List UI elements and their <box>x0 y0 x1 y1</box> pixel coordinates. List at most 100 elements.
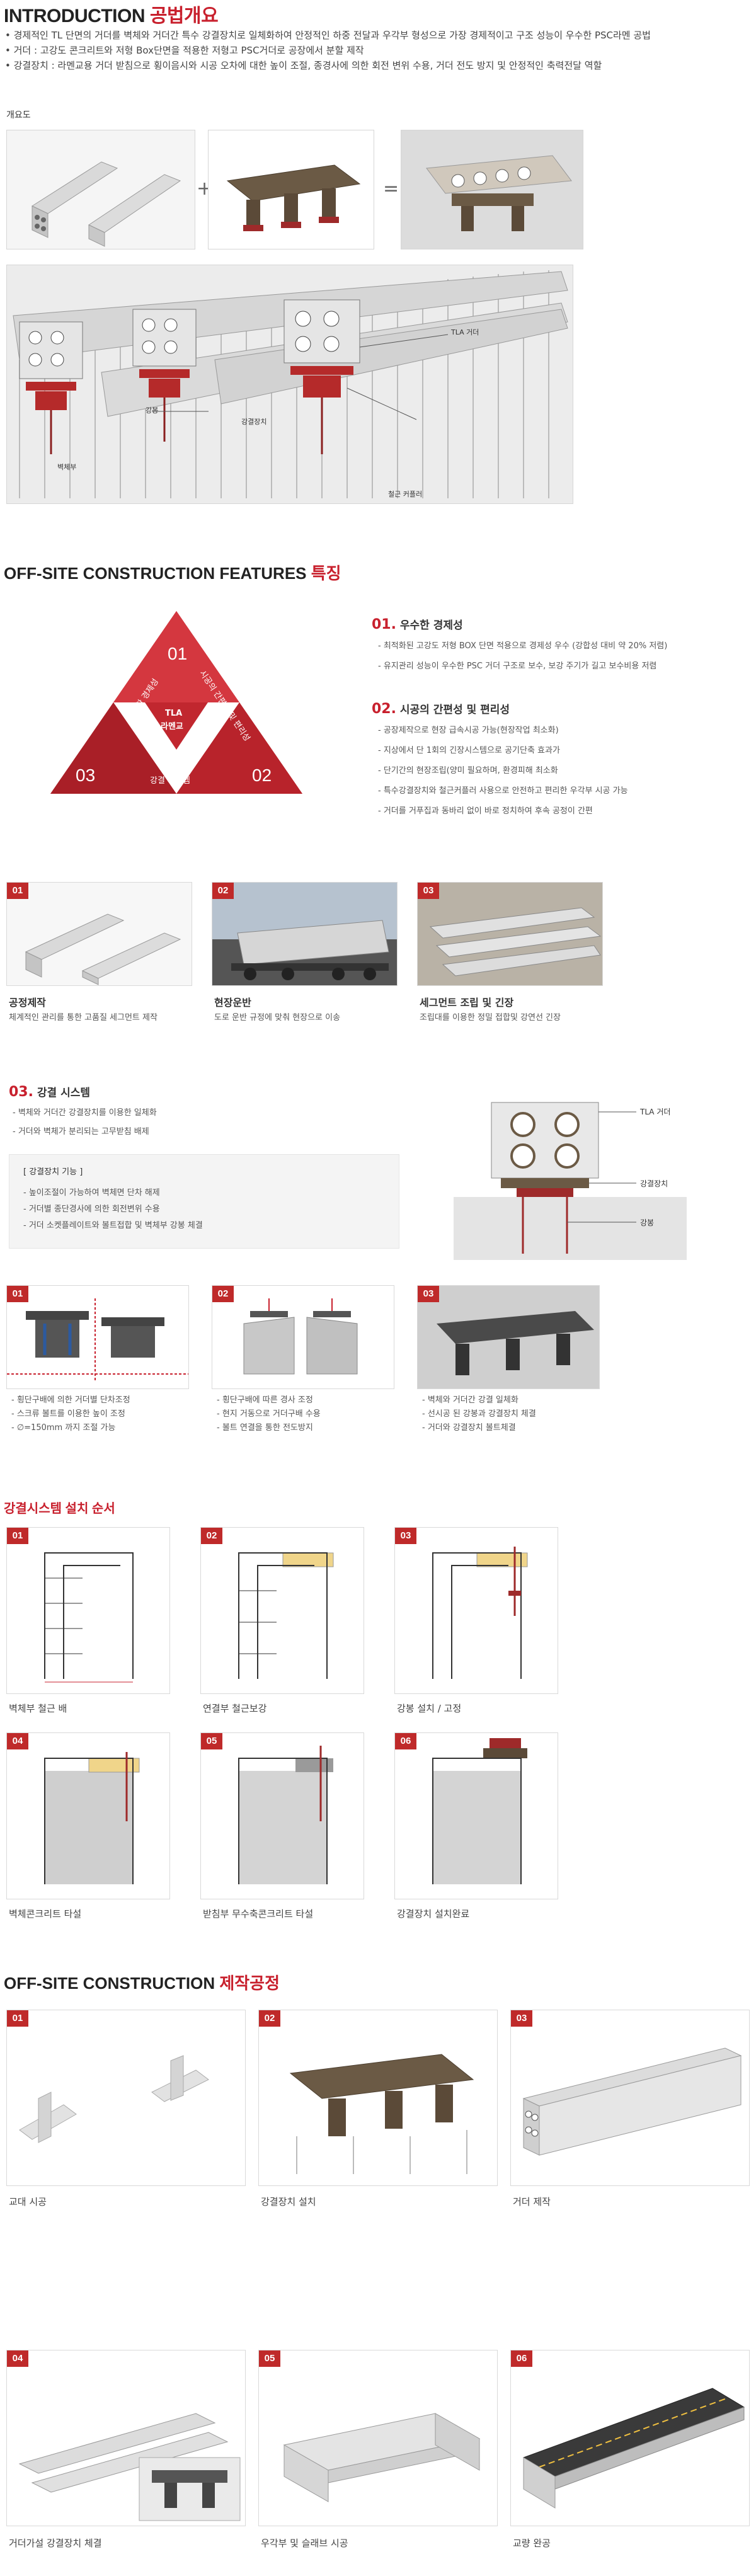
system-photo-3: 03 <box>417 1285 600 1389</box>
diag-label-device: 강결장치 <box>241 418 267 426</box>
feature-photo-1-sub: 체계적인 관리를 통한 고품질 세그먼트 제작 <box>9 1013 158 1022</box>
feature1-list: 최적화된 고강도 저형 BOX 단면 적용으로 경제성 우수 (강합성 대비 약… <box>378 636 750 677</box>
intro-bullet: 거더 : 고강도 콘크리트와 저형 Box단면을 적용한 저형고 PSC거더로 … <box>5 43 748 58</box>
process-step-6-caption: 교량 완공 <box>513 2538 551 2549</box>
features-title: OFF-SITE CONSTRUCTION FEATURES 특징 <box>4 561 341 584</box>
features-title-ko: 특징 <box>311 564 341 583</box>
num-tag: 01 <box>7 1286 28 1302</box>
process-step-4-caption: 거더가설 강결장치 체결 <box>9 2538 102 2549</box>
intro-title-ko: 공법개요 <box>149 6 219 26</box>
feature-photo-1: 01 <box>6 882 192 986</box>
feature3-item: 거더와 벽체가 분리되는 고무받침 배제 <box>13 1123 391 1142</box>
feature3-box-item: 높이조절이 가능하여 벽체면 단차 해제 <box>23 1185 389 1201</box>
process-step-2: 02 <box>258 2010 498 2186</box>
feature2-list: 공장제작으로 현장 급속시공 가능(현장작업 최소화) 지상에서 단 1회의 긴… <box>378 721 750 821</box>
feature2-title: 시공의 간편성 및 편리성 <box>399 704 510 716</box>
process-step-1: 01 <box>6 2010 246 2186</box>
install-step-5: 05 <box>200 1732 364 1899</box>
install-step-5-caption: 받침부 무수축콘크리트 타설 <box>203 1908 314 1920</box>
process-step-5-caption: 우각부 및 슬래브 시공 <box>261 2538 348 2549</box>
feature-photo-2: 02 <box>212 882 398 986</box>
system-photo-1: 01 <box>6 1285 189 1389</box>
diag-label-bar: 강봉 <box>146 406 159 415</box>
feature-photo-2-sub: 도로 운반 규정에 맞춰 현장으로 이송 <box>214 1013 341 1022</box>
feature2-item: 거더를 거푸집과 동바리 없이 바로 정치하여 후속 공정이 간편 <box>378 801 750 821</box>
overview-label: 개요도 <box>6 110 31 120</box>
system-photo-2-list: 횡단구배에 따른 경사 조정 현지 거동으로 거더구배 수용 볼트 연결을 통한… <box>217 1394 393 1435</box>
tri-num-2: 02 <box>252 765 272 785</box>
num-tag: 03 <box>511 2010 532 2027</box>
feature1-item: 최적화된 고강도 저형 BOX 단면 적용으로 경제성 우수 (강합성 대비 약… <box>378 636 750 656</box>
feature3-box-item: 거더 소켓플레이트와 볼트접합 및 벽체부 강봉 체결 <box>23 1218 389 1234</box>
feature2-item: 지상에서 단 1회의 긴장시스템으로 공기단축 효과가 <box>378 741 750 761</box>
process-step-5: 05 <box>258 2350 498 2526</box>
intro-title: INTRODUCTION 공법개요 <box>4 0 219 28</box>
intro-title-en: INTRODUCTION <box>4 6 145 26</box>
num-tag: 02 <box>212 1286 234 1302</box>
diag-label-abut: 벽체부 <box>57 463 77 471</box>
feature-triangle: 01 02 03 TLA 라멘교 우수한 경제성 시공의 간편성 및 편리성 강… <box>44 605 309 813</box>
system-photo-1-item: ∅=150mm 까지 조절 가능 <box>11 1421 188 1435</box>
system-photo-1-item: 횡단구배에 의한 거더별 단차조정 <box>11 1394 188 1407</box>
feature2-heading: 02. 시공의 간편성 및 편리성 <box>372 701 510 717</box>
tri-center-1: TLA <box>165 709 183 718</box>
tri-num-3: 03 <box>76 765 96 785</box>
num-tag: 03 <box>395 1528 416 1544</box>
tri-num-1: 01 <box>168 644 188 663</box>
feature-photo-1-title: 공정제작 <box>9 997 46 1009</box>
overview-diagram: 강봉 강결장치 TLA 거더 철근 커플러 벽체부 <box>6 265 573 504</box>
feature3-list: 벽체와 거더간 강결장치를 이용한 일체화 거더와 벽체가 분리되는 고무받침 … <box>13 1104 391 1142</box>
features-title-en: OFF-SITE CONSTRUCTION FEATURES <box>4 564 307 583</box>
install-step-3: 03 <box>394 1527 558 1694</box>
install-step-2-caption: 연결부 철근보강 <box>203 1703 267 1714</box>
process-step-1-caption: 교대 시공 <box>9 2196 47 2207</box>
process-title-ko: 제작공정 <box>219 1974 280 1993</box>
num-tag: 03 <box>418 1286 439 1302</box>
system-photo-2-item: 볼트 연결을 통한 전도방지 <box>217 1421 393 1435</box>
num-tag: 05 <box>259 2350 280 2367</box>
process-step-6: 06 <box>510 2350 750 2526</box>
process-step-3: 03 <box>510 2010 750 2186</box>
process-step-4: 04 <box>6 2350 246 2526</box>
install-step-6: 06 <box>394 1732 558 1899</box>
feature3-heading: 03. 강결 시스템 <box>9 1084 90 1100</box>
feature2-item: 공장제작으로 현장 급속시공 가능(현장작업 최소화) <box>378 721 750 741</box>
feature1-title: 우수한 경제성 <box>399 619 463 632</box>
num-tag: 04 <box>7 2350 28 2367</box>
system-photo-1-list: 횡단구배에 의한 거더별 단차조정 스크류 볼트를 이용한 높이 조정 ∅=15… <box>11 1394 188 1435</box>
install-title: 강결시스템 설치 순서 <box>4 1502 115 1516</box>
num-tag: 06 <box>511 2350 532 2367</box>
system-photo-3-list: 벽체와 거더간 강결 일체화 선시공 된 강봉과 강결장치 체결 거더와 강결장… <box>422 1394 598 1435</box>
process-title-en: OFF-SITE CONSTRUCTION <box>4 1974 215 1993</box>
feature3-num: 03. <box>9 1084 33 1100</box>
feature1-item: 유지관리 성능이 우수한 PSC 거더 구조로 보수, 보강 주기가 길고 보수… <box>378 656 750 677</box>
feature-photo-3-title: 세그먼트 조립 및 긴장 <box>420 997 514 1009</box>
feature1-num: 01. <box>372 617 396 633</box>
num-tag: 04 <box>7 1733 28 1749</box>
system-photo-3-item: 벽체와 거더간 강결 일체화 <box>422 1394 598 1407</box>
feature2-item: 단기간의 현장조립(양미 필요하며, 환경피해 최소화 <box>378 761 750 781</box>
girder-photo <box>6 130 195 249</box>
feature-photo-3: 03 <box>417 882 603 986</box>
install-step-3-caption: 강봉 설치 / 고정 <box>397 1703 462 1714</box>
process-step-2-caption: 강결장치 설치 <box>261 2196 316 2207</box>
feature1-heading: 01. 우수한 경제성 <box>372 616 463 633</box>
assembled-photo <box>401 130 583 249</box>
sys-label-device: 강결장치 <box>640 1179 668 1188</box>
sys-label-bar: 강봉 <box>640 1218 655 1227</box>
feature2-item: 특수강결장치와 철근커플러 사용으로 안전하고 편리한 우각부 시공 가능 <box>378 781 750 801</box>
system-photo-3-item: 거더와 강결장치 볼트체결 <box>422 1421 598 1435</box>
install-step-4: 04 <box>6 1732 170 1899</box>
num-tag: 05 <box>201 1733 222 1749</box>
num-tag: 01 <box>7 883 28 899</box>
system-photo-2-item: 현지 거동으로 거더구배 수용 <box>217 1407 393 1421</box>
feature3-box-item: 거더별 종단경사에 의한 회전변위 수용 <box>23 1201 389 1218</box>
process-step-3-caption: 거더 제작 <box>513 2196 551 2207</box>
feature3-box-list: 높이조절이 가능하여 벽체면 단차 해제 거더별 종단경사에 의한 회전변위 수… <box>23 1185 389 1234</box>
num-tag: 01 <box>7 1528 28 1544</box>
feature2-num: 02. <box>372 701 396 717</box>
feature3-function-box: [ 강결장치 기능 ] 높이조절이 가능하여 벽체면 단차 해제 거더별 종단경… <box>9 1154 399 1249</box>
feature3-box-title: [ 강결장치 기능 ] <box>23 1167 83 1177</box>
system-photo-2-item: 횡단구배에 따른 경사 조정 <box>217 1394 393 1407</box>
feature3-title: 강결 시스템 <box>37 1087 91 1099</box>
